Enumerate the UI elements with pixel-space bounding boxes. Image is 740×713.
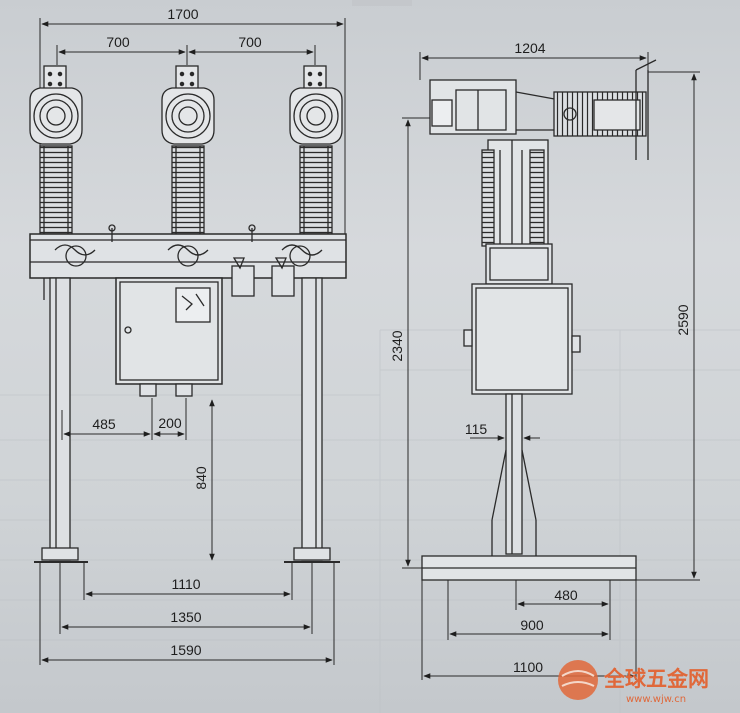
watermark: 全球五金网 www.wjw.cn bbox=[558, 660, 709, 705]
control-box bbox=[115, 277, 223, 385]
support-column-right bbox=[301, 277, 323, 561]
pole-middle bbox=[161, 65, 215, 235]
dim-box-height: 840 bbox=[193, 466, 209, 490]
dim-pole-spacing-left: 700 bbox=[106, 34, 130, 50]
support-column-side bbox=[505, 393, 523, 555]
dim-base-outer: 1590 bbox=[170, 642, 201, 658]
dim-box-outlet: 200 bbox=[158, 415, 182, 431]
watermark-url: www.wjw.cn bbox=[626, 694, 686, 705]
side-view bbox=[402, 52, 700, 680]
globe-logo-icon bbox=[558, 660, 598, 700]
dim-base-inner: 1110 bbox=[171, 576, 200, 592]
dim-base-mid: 1350 bbox=[170, 609, 201, 625]
dim-base-1100: 1100 bbox=[513, 659, 543, 675]
mechanism-box-side bbox=[485, 243, 553, 285]
dim-overall-width: 1700 bbox=[167, 6, 198, 22]
dim-height-total: 2590 bbox=[675, 304, 691, 335]
dim-base-480: 480 bbox=[554, 587, 578, 603]
pole-right bbox=[289, 65, 343, 235]
dim-pole-spacing-right: 700 bbox=[238, 34, 262, 50]
control-box-side bbox=[471, 283, 573, 395]
dim-height-main: 2340 bbox=[389, 330, 405, 361]
front-view bbox=[29, 18, 347, 665]
support-column-left bbox=[49, 277, 71, 561]
pole-left bbox=[29, 65, 83, 235]
dim-column-offset: 115 bbox=[465, 421, 488, 437]
watermark-text: 全球五金网 bbox=[603, 667, 709, 691]
dim-top-width: 1204 bbox=[514, 40, 545, 56]
dim-column-to-box: 485 bbox=[92, 416, 116, 432]
dim-base-900: 900 bbox=[520, 617, 544, 633]
